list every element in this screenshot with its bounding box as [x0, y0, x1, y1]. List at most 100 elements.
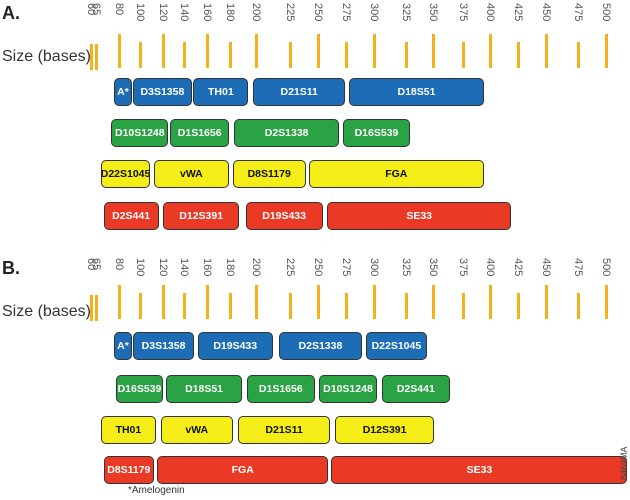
scale-tick-label: 350	[427, 258, 439, 277]
locus-d2s1338-box: D2S1338	[279, 332, 362, 360]
scale-tick-label: 65	[90, 3, 102, 16]
size-axis-label: Size (bases)	[2, 303, 91, 320]
locus-d21s11-box: D21S11	[237, 416, 331, 444]
scale-tick-label: 140	[178, 3, 190, 22]
scale-tick	[345, 293, 348, 319]
scale-tick-label: 300	[368, 3, 380, 22]
locus-se33-box: SE33	[331, 456, 628, 484]
scale-tick-label: 120	[157, 3, 169, 22]
scale-tick	[577, 42, 580, 68]
scale-tick	[139, 42, 142, 68]
scale-tick	[405, 293, 408, 319]
locus-d8s1179-box: D8S1179	[232, 160, 306, 188]
scale-tick-label: 475	[572, 3, 584, 22]
scale-tick-label: 250	[312, 258, 324, 277]
locus-se33-box: SE33	[326, 202, 512, 230]
scale-tick-label: 80	[113, 258, 125, 271]
scale-tick-label: 160	[201, 3, 213, 22]
scale-tick-label: 200	[250, 258, 262, 277]
locus-d19s433-box: D19S433	[197, 332, 273, 360]
locus-d22s1045-box: D22S1045	[100, 160, 151, 188]
scale-tick	[432, 285, 435, 319]
locus-fga-box: FGA	[309, 160, 484, 188]
scale-tick	[289, 293, 292, 319]
scale-tick	[206, 285, 209, 319]
scale-tick	[462, 293, 465, 319]
scale-tick-label: 275	[340, 3, 352, 22]
locus-d19s433-box: D19S433	[245, 202, 323, 230]
locus-d16s539-box: D16S539	[115, 375, 164, 403]
scale-tick	[118, 285, 121, 319]
footnote-amelogenin: *Amelogenin	[128, 485, 185, 496]
scale-tick	[255, 285, 258, 319]
scale-tick-label: 65	[90, 258, 102, 271]
scale-tick-label: 425	[512, 3, 524, 22]
scale-tick	[317, 285, 320, 319]
locus-d2s441-box: D2S441	[103, 202, 159, 230]
figure-code: 8469MA	[619, 446, 629, 480]
locus-a-box: A*	[114, 78, 132, 106]
locus-d10s1248-box: D10S1248	[319, 375, 377, 403]
locus-d8s1179-box: D8S1179	[103, 456, 154, 484]
scale-tick	[118, 34, 121, 68]
scale-tick-label: 100	[134, 258, 146, 277]
scale-tick	[432, 34, 435, 68]
scale-tick	[90, 44, 93, 70]
scale-tick	[462, 42, 465, 68]
size-axis-label: Size (bases)	[2, 48, 91, 65]
scale-tick	[517, 42, 520, 68]
locus-d12s391-box: D12S391	[334, 416, 435, 444]
scale-tick-label: 350	[427, 3, 439, 22]
locus-d16s539-box: D16S539	[342, 119, 411, 147]
scale-tick	[162, 34, 165, 68]
locus-d22s1045-box: D22S1045	[366, 332, 427, 360]
scale-tick-label: 300	[368, 258, 380, 277]
locus-d3s1358-box: D3S1358	[132, 332, 195, 360]
scale-tick-label: 200	[250, 3, 262, 22]
scale-tick	[577, 293, 580, 319]
locus-th01-box: TH01	[193, 78, 249, 106]
scale-tick	[289, 42, 292, 68]
scale-tick-label: 500	[600, 3, 612, 22]
scale-tick-label: 325	[400, 3, 412, 22]
scale-tick-label: 180	[224, 3, 236, 22]
locus-d3s1358-box: D3S1358	[132, 78, 193, 106]
scale-tick	[489, 285, 492, 319]
locus-a-box: A*	[114, 332, 132, 360]
scale-tick	[489, 34, 492, 68]
locus-d10s1248-box: D10S1248	[111, 119, 169, 147]
scale-tick	[317, 34, 320, 68]
scale-tick	[206, 34, 209, 68]
locus-d21s11-box: D21S11	[253, 78, 345, 106]
scale-tick-label: 160	[201, 258, 213, 277]
scale-tick	[183, 42, 186, 68]
locus-d18s51-box: D18S51	[166, 375, 242, 403]
scale-tick-label: 250	[312, 3, 324, 22]
scale-tick-label: 180	[224, 258, 236, 277]
panel-label-a: A.	[2, 3, 20, 23]
scale-tick	[229, 293, 232, 319]
scale-tick	[162, 285, 165, 319]
locus-vwa-box: vWA	[160, 416, 233, 444]
scale-tick-label: 375	[457, 3, 469, 22]
scale-tick-label: 225	[284, 258, 296, 277]
locus-th01-box: TH01	[100, 416, 157, 444]
scale-tick-label: 100	[134, 3, 146, 22]
scale-tick	[95, 295, 98, 321]
scale-tick-label: 450	[540, 3, 552, 22]
scale-tick	[605, 34, 608, 68]
locus-fga-box: FGA	[157, 456, 329, 484]
scale-tick	[373, 34, 376, 68]
locus-d2s441-box: D2S441	[381, 375, 450, 403]
scale-tick-label: 450	[540, 258, 552, 277]
scale-tick-label: 475	[572, 258, 584, 277]
scale-tick	[95, 44, 98, 70]
locus-d1s1656-box: D1S1656	[170, 119, 229, 147]
scale-tick	[517, 293, 520, 319]
scale-tick	[229, 42, 232, 68]
scale-tick	[90, 295, 93, 321]
scale-tick-label: 225	[284, 3, 296, 22]
scale-tick-label: 375	[457, 258, 469, 277]
scale-tick	[139, 293, 142, 319]
scale-tick-label: 400	[484, 3, 496, 22]
